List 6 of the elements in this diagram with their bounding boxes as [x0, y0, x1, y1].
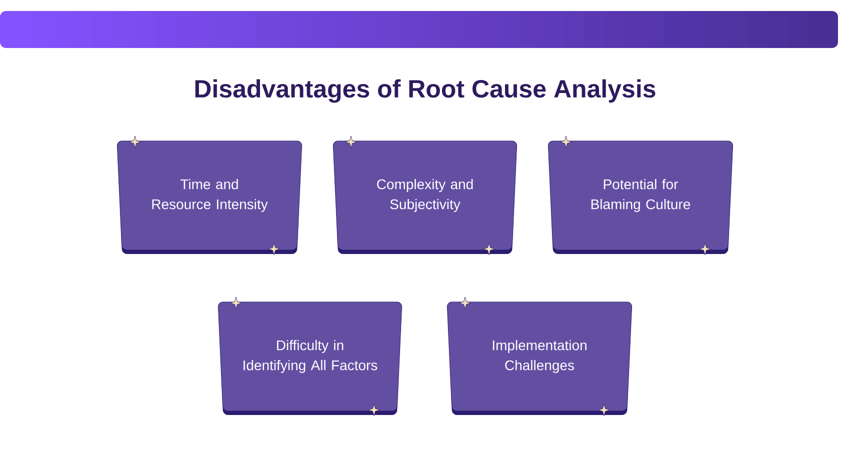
card: Implementation Challenges — [446, 302, 632, 415]
card: Potential for Blaming Culture — [548, 140, 734, 254]
card: Difficulty in Identifying All Factors — [218, 302, 402, 415]
card: Time and Resource Intensity — [116, 140, 302, 254]
card: Complexity and Subjectivity — [332, 140, 518, 254]
title: Disadvantages of Root Cause Analysis — [195, 79, 656, 103]
